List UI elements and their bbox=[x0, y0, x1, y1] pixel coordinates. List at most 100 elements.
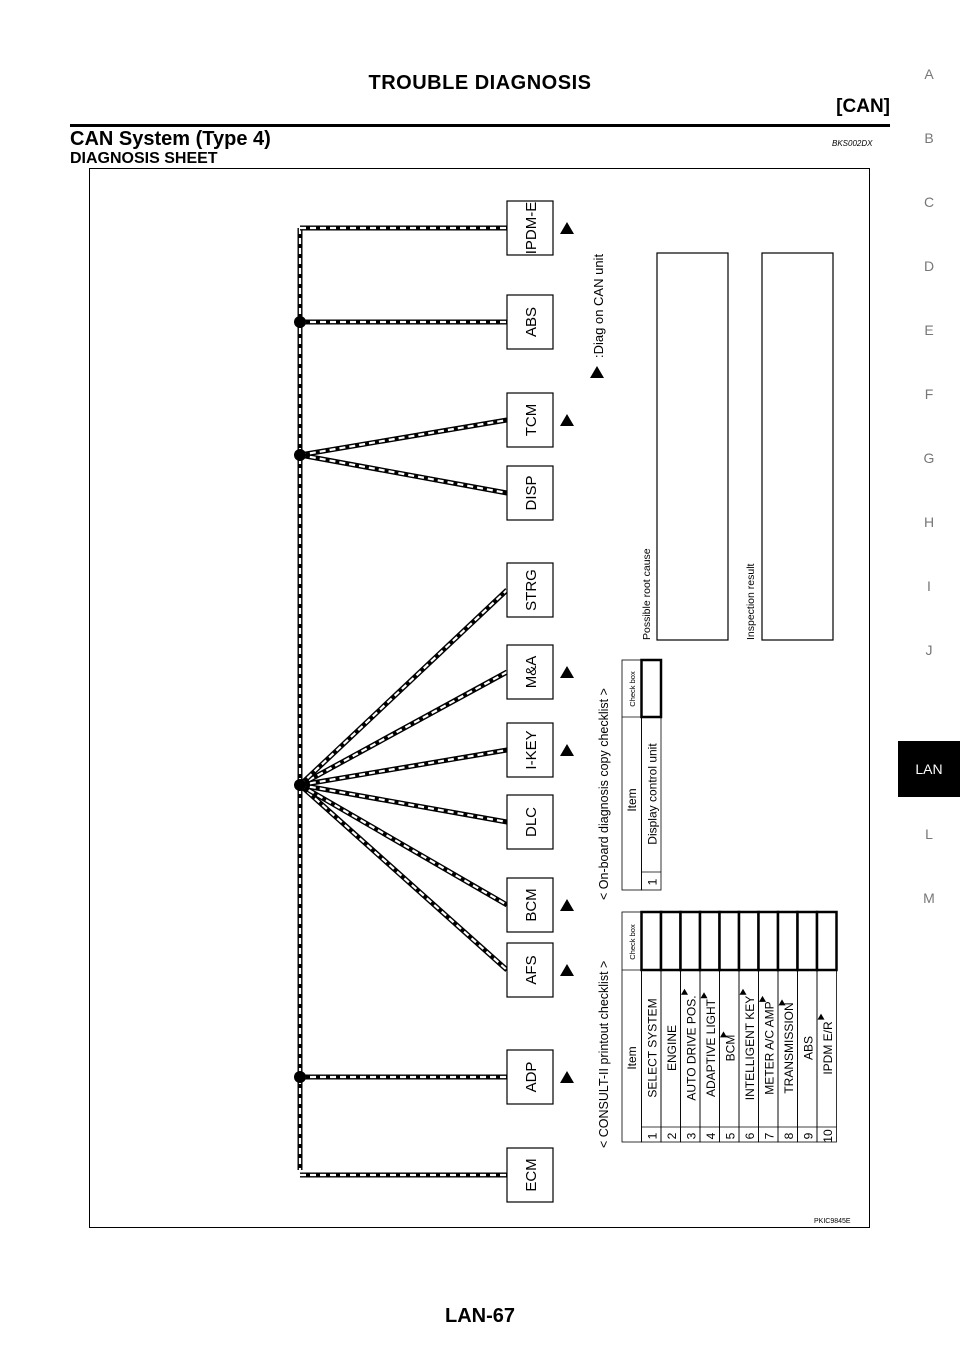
row-item: ENGINE bbox=[665, 1025, 679, 1071]
unit-boxes: ECMADPAFSBCMDLCI-KEYM&ASTRGDISPTCMABSIPD… bbox=[506, 200, 574, 1203]
row-number: 6 bbox=[743, 1132, 757, 1139]
figure-code: PKIC9845E bbox=[814, 1218, 851, 1225]
consult-row: 3 AUTO DRIVE POS. bbox=[679, 910, 702, 1143]
side-index-b[interactable]: B bbox=[924, 130, 934, 146]
unit-box bbox=[506, 794, 554, 850]
inspection-label: Inspection result bbox=[745, 563, 757, 640]
unit-box bbox=[506, 465, 554, 521]
row-item: AUTO DRIVE POS. bbox=[685, 995, 699, 1100]
diag-marker-icon bbox=[560, 899, 574, 911]
diag-marker-icon bbox=[778, 999, 786, 1006]
check-box[interactable] bbox=[640, 910, 663, 972]
unit-tcm: TCM bbox=[506, 392, 574, 448]
unit-label: ADP bbox=[523, 1062, 540, 1093]
junction-node bbox=[294, 449, 306, 461]
check-box[interactable] bbox=[815, 910, 838, 972]
reference-code: BKS002DX bbox=[832, 139, 873, 148]
diag-marker-icon bbox=[720, 1031, 727, 1038]
check-box[interactable] bbox=[737, 910, 760, 972]
page-number: LAN-67 bbox=[444, 1305, 515, 1327]
consult-col-item: Item bbox=[625, 1046, 639, 1069]
check-box[interactable] bbox=[679, 910, 702, 972]
side-index: LAN A B C D E F G H I J L M bbox=[898, 0, 960, 1358]
unit-i-key: I-KEY bbox=[506, 722, 574, 778]
diag-marker-icon bbox=[681, 988, 688, 995]
wire-disp-dash bbox=[299, 453, 508, 495]
unit-box bbox=[506, 1049, 554, 1105]
side-index-f[interactable]: F bbox=[924, 386, 934, 402]
unit-ipdm-e: IPDM-E bbox=[506, 200, 574, 256]
row-number: 8 bbox=[782, 1132, 796, 1139]
side-index-a[interactable]: A bbox=[924, 66, 934, 82]
onboard-col-item: Item bbox=[625, 788, 639, 811]
unit-label: BCM bbox=[523, 888, 540, 921]
row-item: METER A/C AMP bbox=[763, 1001, 777, 1094]
side-index-e[interactable]: E bbox=[924, 322, 934, 338]
unit-label: ECM bbox=[523, 1158, 540, 1191]
unit-label: M&A bbox=[523, 656, 540, 689]
row-number: 5 bbox=[724, 1132, 738, 1139]
diag-marker-icon bbox=[560, 744, 574, 756]
unit-box bbox=[506, 392, 554, 448]
main-heading: CAN System (Type 4) bbox=[70, 128, 271, 150]
inspection-field[interactable] bbox=[761, 252, 834, 641]
side-index-i[interactable]: I bbox=[927, 578, 931, 594]
sub-heading: DIAGNOSIS SHEET bbox=[70, 150, 218, 167]
unit-label: I-KEY bbox=[523, 730, 540, 769]
check-box[interactable] bbox=[640, 658, 663, 719]
unit-manda: M&A bbox=[506, 644, 574, 700]
possible-root-cause-box: Possible root cause bbox=[641, 252, 729, 641]
side-index-active-tab[interactable]: LAN bbox=[898, 741, 960, 797]
unit-abs: ABS bbox=[506, 294, 554, 350]
unit-box bbox=[506, 1147, 554, 1203]
unit-box bbox=[506, 644, 554, 700]
diag-marker-icon bbox=[560, 1071, 574, 1083]
diag-marker-icon bbox=[560, 666, 574, 678]
side-index-c[interactable]: C bbox=[923, 194, 935, 210]
wire-strg-dash bbox=[299, 589, 508, 786]
check-box[interactable] bbox=[659, 910, 682, 972]
check-box[interactable] bbox=[698, 910, 721, 972]
row-number: 3 bbox=[685, 1132, 699, 1139]
onboard-checklist-title: < On-board diagnosis copy checklist > bbox=[597, 688, 611, 900]
unit-bcm: BCM bbox=[506, 877, 574, 933]
unit-box bbox=[506, 942, 554, 998]
check-box[interactable] bbox=[776, 910, 799, 972]
side-index-d[interactable]: D bbox=[923, 258, 935, 274]
check-box[interactable] bbox=[757, 910, 780, 972]
unit-label: TCM bbox=[523, 404, 540, 437]
row-item: INTELLIGENT KEY bbox=[743, 996, 757, 1100]
check-box[interactable] bbox=[718, 910, 741, 972]
side-index-g[interactable]: G bbox=[923, 450, 935, 466]
wire-afs-dash bbox=[299, 784, 508, 971]
side-index-m[interactable]: M bbox=[923, 890, 935, 906]
root-cause-field[interactable] bbox=[656, 252, 729, 641]
side-index-h[interactable]: H bbox=[923, 514, 935, 530]
section-tag: [CAN] bbox=[836, 96, 890, 117]
unit-box bbox=[506, 200, 554, 256]
unit-label: ABS bbox=[523, 307, 540, 337]
unit-afs: AFS bbox=[506, 942, 574, 998]
unit-box bbox=[506, 294, 554, 350]
check-box[interactable] bbox=[796, 910, 819, 972]
row-item: ADAPTIVE LIGHT bbox=[704, 998, 718, 1097]
unit-strg: STRG bbox=[506, 562, 554, 618]
unit-dlc: DLC bbox=[506, 794, 554, 850]
row-number: 4 bbox=[704, 1132, 718, 1139]
row-number: 1 bbox=[646, 1132, 660, 1139]
diag-marker-icon bbox=[700, 992, 708, 999]
junction-node bbox=[294, 779, 306, 791]
unit-label: AFS bbox=[523, 955, 540, 984]
diag-marker-icon bbox=[560, 222, 574, 234]
wire-bcm bbox=[298, 782, 509, 908]
unit-label: DLC bbox=[523, 807, 540, 837]
unit-label: IPDM-E bbox=[523, 202, 540, 255]
side-index-j[interactable]: J bbox=[925, 642, 933, 658]
side-index-l[interactable]: L bbox=[925, 826, 933, 842]
legend-label: :Diag on CAN unit bbox=[591, 254, 606, 358]
